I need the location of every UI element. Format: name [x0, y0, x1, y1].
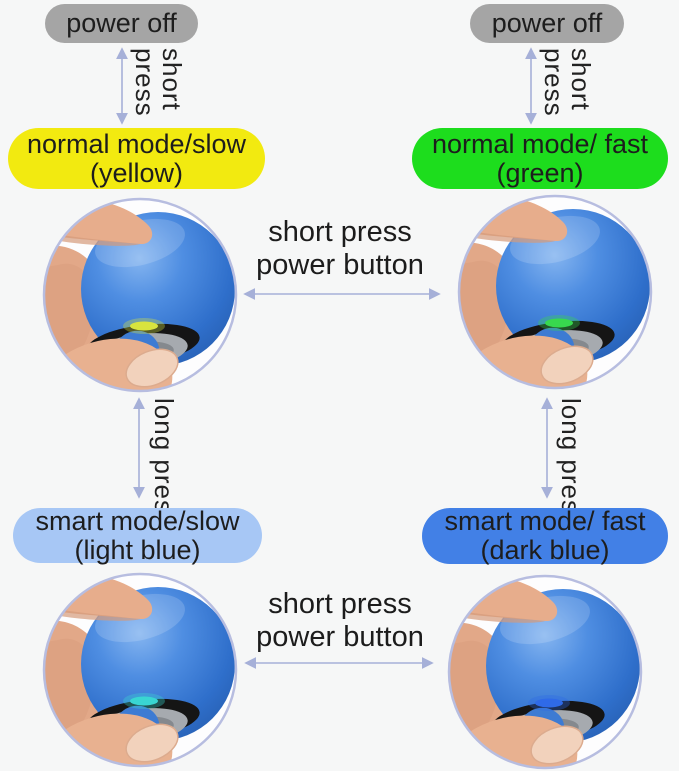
smart-mode-slow-line1: smart mode/slow — [35, 505, 240, 536]
long-press-double-arrow-left-icon — [133, 397, 145, 499]
short-press-power-button-label-top: short press power button — [256, 216, 424, 281]
long-press-vertical-label-right: long press — [556, 398, 586, 528]
smart-mode-fast-line1: smart mode/ fast — [444, 506, 646, 536]
short-press-double-arrow-right-icon — [525, 47, 537, 125]
smart-mode-fast-badge: smart mode/ fast (dark blue) — [422, 506, 668, 565]
photo-smart-mode-slow — [40, 570, 240, 770]
smart-mode-slow-line2: (light blue) — [74, 534, 201, 565]
photo-smart-mode-fast — [445, 572, 645, 771]
photo-normal-mode-slow — [40, 195, 240, 395]
led-light — [130, 696, 158, 706]
led-light — [545, 318, 573, 328]
ball-photo-illustration — [40, 198, 236, 395]
led-light — [535, 698, 563, 708]
horizontal-double-arrow-bottom-icon — [244, 657, 434, 669]
ball-photo-illustration — [40, 573, 236, 770]
horizontal-double-arrow-top-icon — [243, 288, 441, 300]
photo-normal-mode-fast — [455, 192, 655, 392]
power-off-badge-left: power off — [45, 4, 198, 43]
led-light — [130, 321, 158, 331]
ball-photo-illustration — [455, 195, 651, 392]
smart-mode-slow-badge: smart mode/slow (light blue) — [13, 505, 262, 565]
short-press-double-arrow-left-icon — [116, 47, 128, 125]
normal-mode-fast-line1: normal mode/ fast — [431, 128, 649, 159]
power-off-label: power off — [66, 8, 177, 38]
normal-mode-fast-line2: (green) — [496, 157, 584, 188]
power-off-label: power off — [491, 8, 603, 38]
power-off-badge-right: power off — [470, 4, 624, 43]
short-press-vertical-label-right: short press — [539, 48, 596, 117]
smart-mode-fast-line2: (dark blue) — [480, 535, 610, 565]
short-press-vertical-label-left: short press — [130, 48, 187, 117]
ball-photo-illustration — [445, 575, 641, 771]
long-press-vertical-label-left: long press — [149, 398, 179, 528]
short-press-power-button-label-bottom: short press power button — [256, 588, 424, 653]
normal-mode-slow-line2: (yellow) — [89, 157, 183, 188]
normal-mode-fast-badge: normal mode/ fast (green) — [412, 128, 668, 189]
normal-mode-slow-badge: normal mode/slow (yellow) — [8, 128, 265, 189]
normal-mode-slow-line1: normal mode/slow — [26, 128, 247, 159]
long-press-double-arrow-right-icon — [541, 397, 553, 499]
